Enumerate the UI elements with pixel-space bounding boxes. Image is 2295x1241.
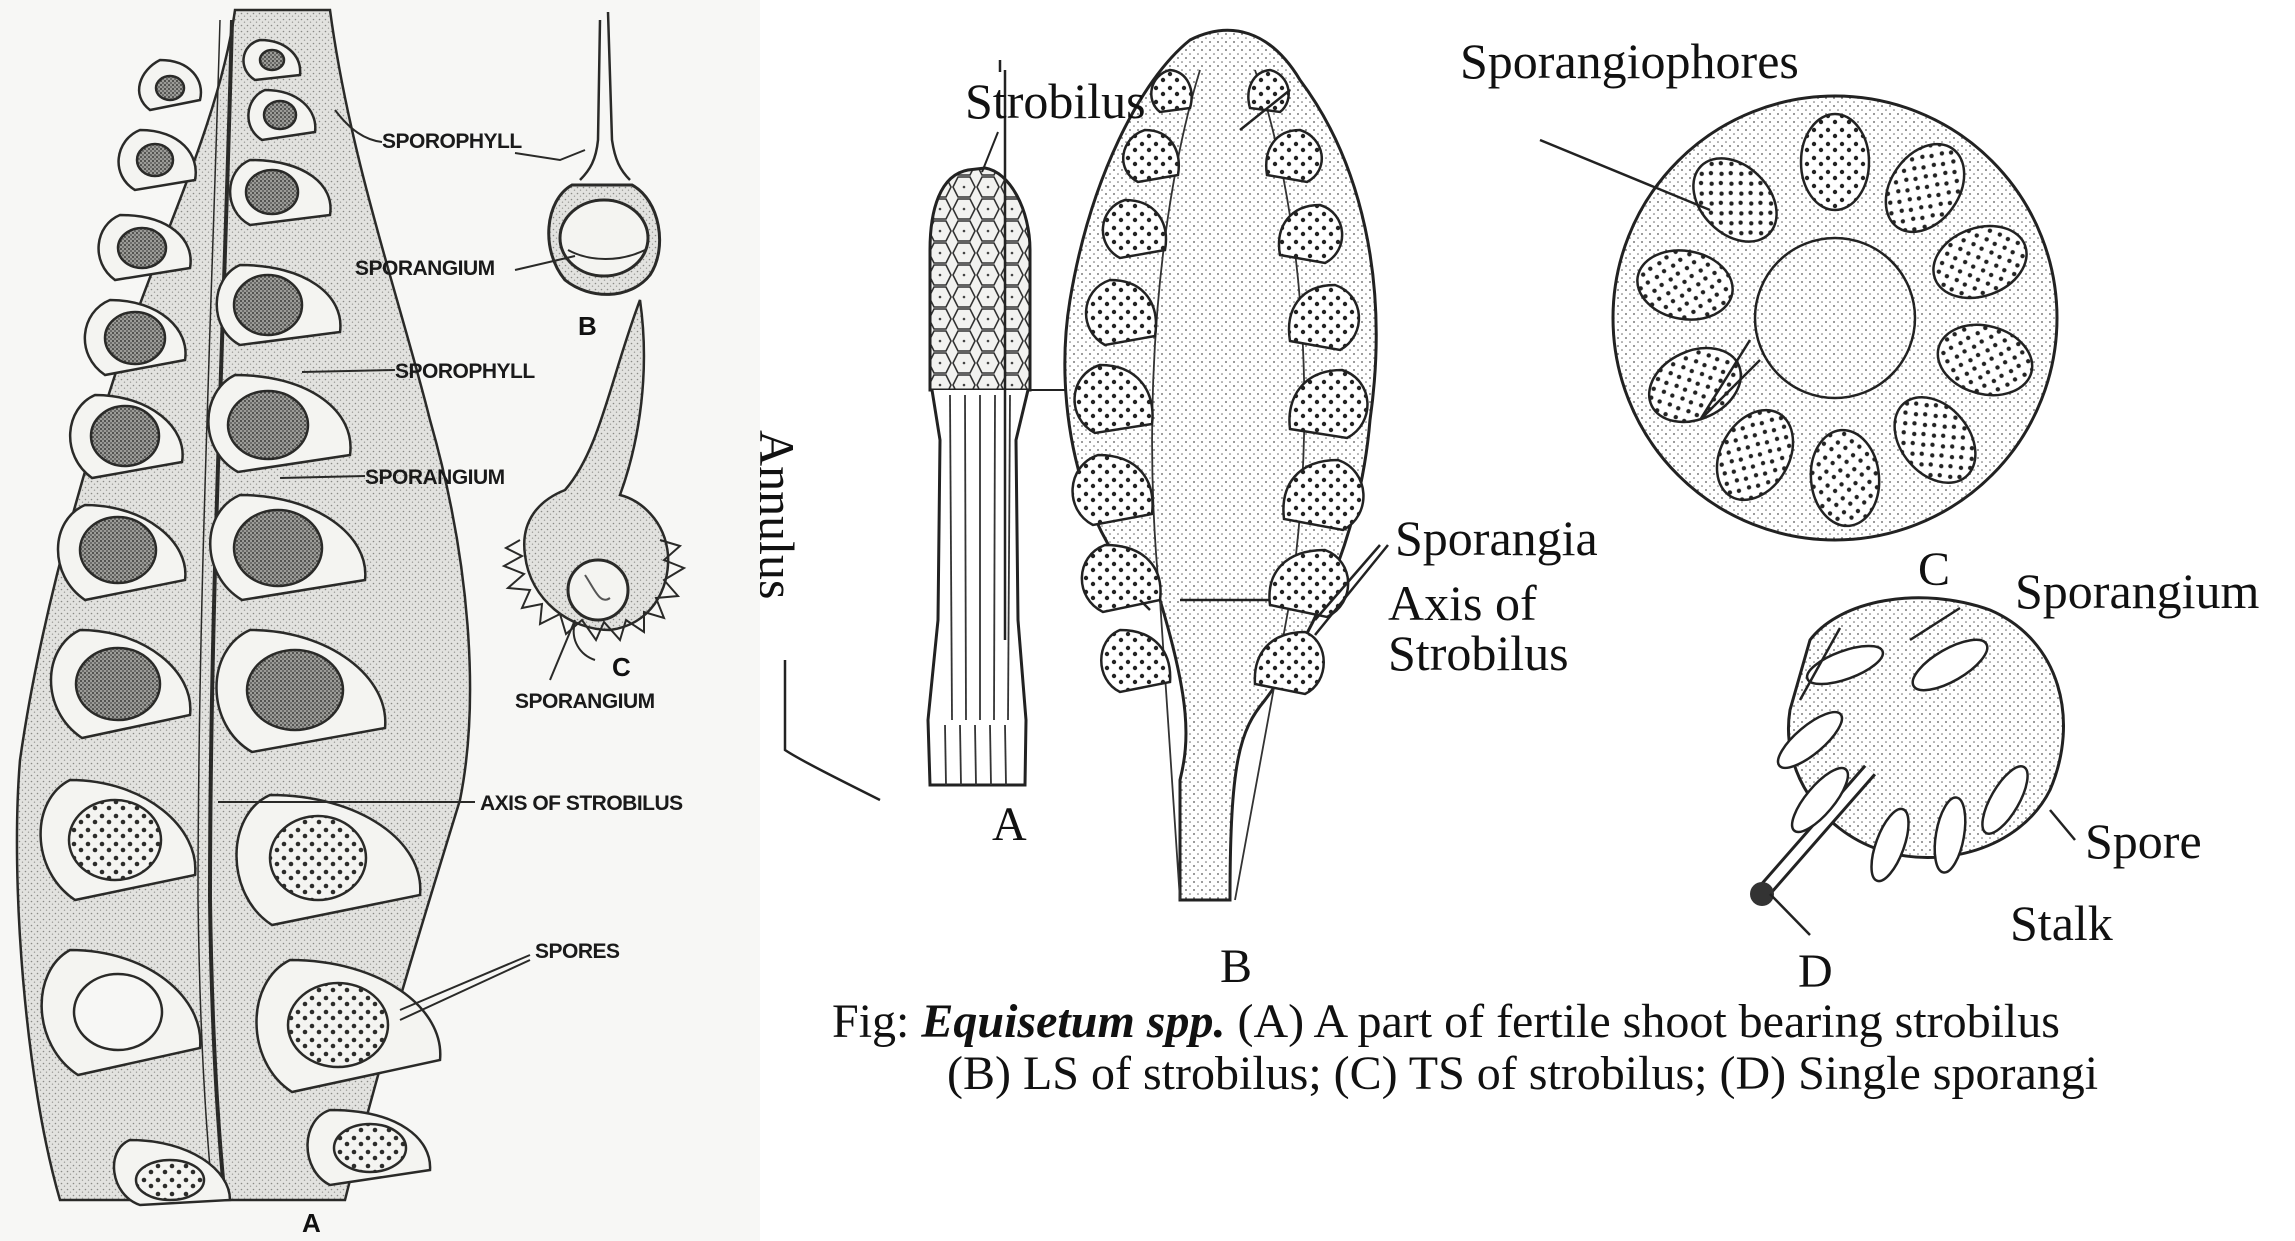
- label-stalk: Stalk: [2010, 895, 2113, 951]
- left-figure-panel: SPOROPHYLL SPORANGIUM SPOROPHYLL SPORANG…: [0, 0, 760, 1241]
- figure-c-ts-strobilus: [1613, 96, 2057, 540]
- label-sporangium-b: SPORANGIUM: [355, 257, 495, 280]
- label-sporangia: Sporangia: [1395, 510, 1598, 566]
- figure-b-sporophyll: [549, 12, 660, 294]
- label-sporangium: Sporangium: [2015, 563, 2260, 619]
- label-strobilus: Strobilus: [965, 73, 1146, 129]
- figure-c-sporophyll: [504, 300, 684, 660]
- figure-b-ls-strobilus: [1065, 30, 1376, 900]
- caption-prefix: Fig:: [832, 996, 921, 1048]
- figure-letter-c-right: C: [1918, 543, 1950, 596]
- figure-letter-a-right: A: [992, 798, 1027, 851]
- label-spores: SPORES: [535, 940, 620, 963]
- label-sporophyll-top: SPOROPHYLL: [382, 130, 522, 153]
- label-annulus: Annulus: [760, 430, 805, 599]
- caption-line-2: (B) LS of strobilus; (C) TS of strobilus…: [832, 1048, 2292, 1100]
- caption-line-1: Fig: Equisetum spp. (A) A part of fertil…: [832, 996, 2292, 1048]
- label-sporangium-c: SPORANGIUM: [515, 690, 655, 713]
- figure-caption: Fig: Equisetum spp. (A) A part of fertil…: [832, 996, 2292, 1100]
- strobilus-lycopod-drawing: SPOROPHYLL SPORANGIUM SPOROPHYLL SPORANG…: [0, 0, 760, 1241]
- equisetum-strobilus-drawing: Annulus Strobilus Sporangiophores Sporan…: [760, 0, 2295, 990]
- caption-line1-rest: (A) A part of fertile shoot bearing stro…: [1225, 996, 2060, 1048]
- label-axis-of: Axis of: [1388, 575, 1537, 631]
- label-spore: Spore: [2085, 813, 2202, 869]
- caption-species: Equisetum spp.: [921, 996, 1225, 1048]
- figure-letter-c-left: C: [612, 652, 631, 682]
- figure-letter-a-left: A: [302, 1208, 321, 1238]
- label-sporangiophores: Sporangiophores: [1460, 33, 1799, 89]
- label-axis-of-strobilus: AXIS OF STROBILUS: [480, 792, 683, 815]
- figure-letter-d-right: D: [1798, 945, 1833, 990]
- figure-d-sporangiophore: [1750, 598, 2064, 906]
- figure-letter-b-left: B: [578, 311, 597, 341]
- label-sporophyll-mid: SPOROPHYLL: [395, 360, 535, 383]
- label-axis-strobilus: Strobilus: [1388, 625, 1569, 681]
- figure-letter-b-right: B: [1220, 940, 1252, 990]
- label-sporangium-mid: SPORANGIUM: [365, 466, 505, 489]
